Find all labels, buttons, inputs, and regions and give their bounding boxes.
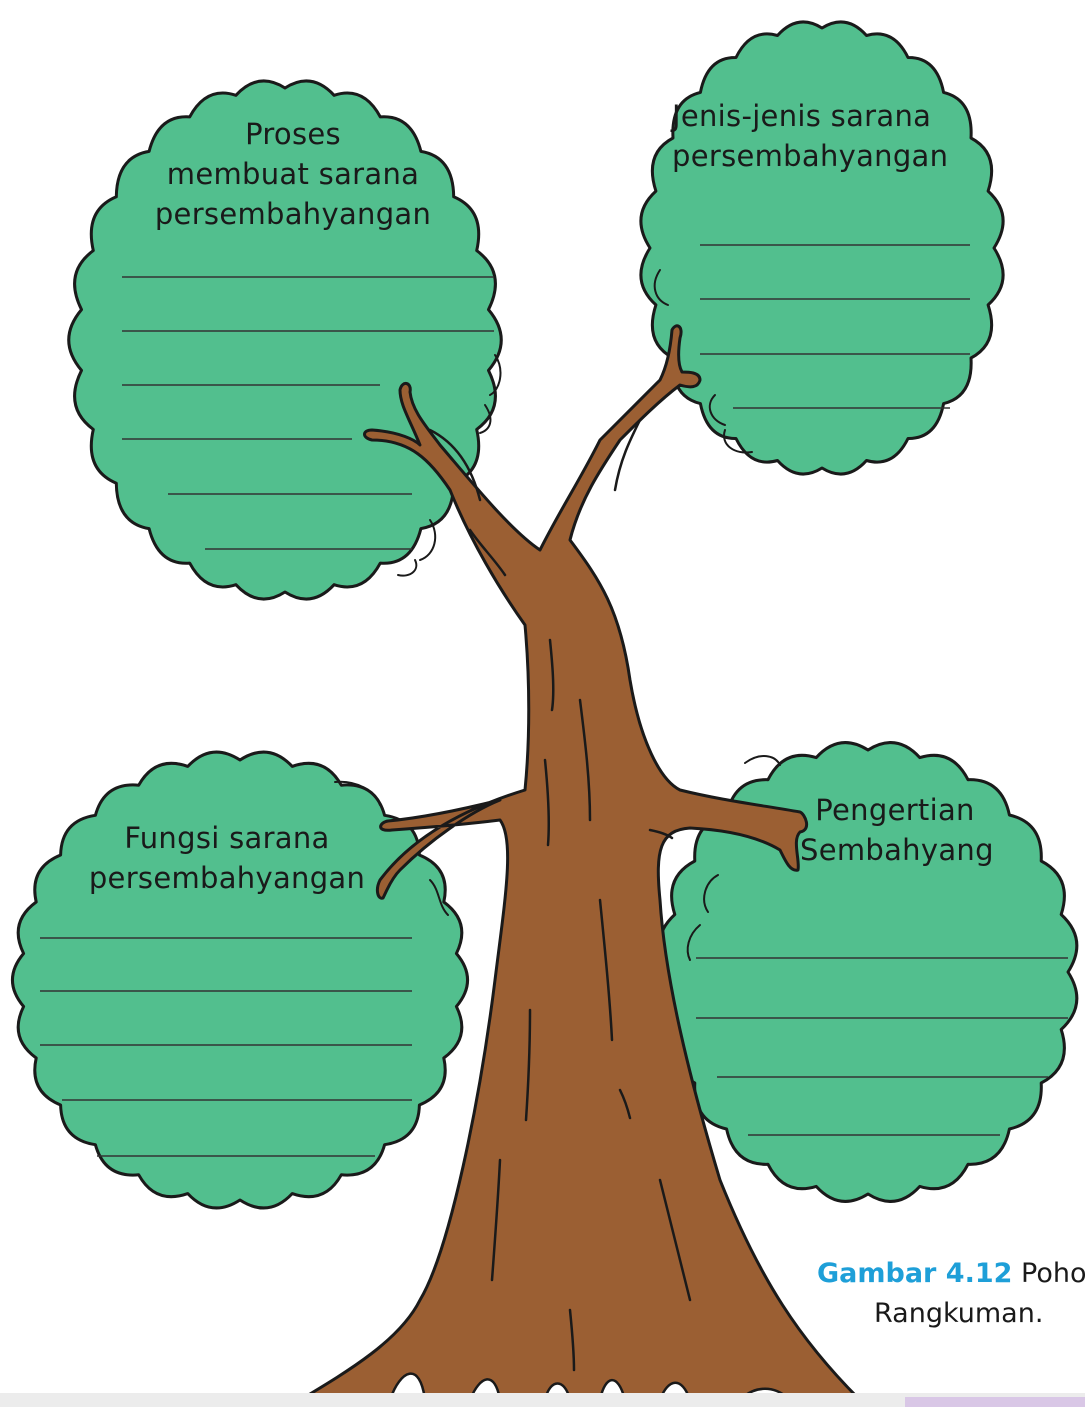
- foliage-swirl: [398, 560, 416, 576]
- figure-caption: Gambar 4.12 Poho: [817, 1255, 1085, 1293]
- figure-caption-line-2: Rangkuman.: [874, 1295, 1043, 1333]
- label-top-left-line-1: Proses: [148, 114, 438, 154]
- label-top-left-line-2: membuat sarana: [148, 154, 438, 194]
- page-bottom-accent: [905, 1397, 1085, 1407]
- label-bottom-left-line-2: persembahyangan: [86, 858, 368, 898]
- label-bottom-right-line-2: Sembahyang: [800, 830, 990, 870]
- foliage-swirl: [745, 756, 780, 765]
- label-top-left: Proses membuat sarana persembahyangan: [148, 114, 438, 234]
- label-top-right-line-2: persembahyangan: [672, 136, 948, 176]
- figure-caption-text: Poho: [1021, 1258, 1085, 1289]
- label-bottom-right-line-1: Pengertian: [800, 790, 990, 830]
- figure-caption-number: Gambar 4.12: [817, 1258, 1012, 1289]
- crown-top-right: [641, 22, 1003, 474]
- label-bottom-left: Fungsi sarana persembahyangan: [86, 818, 368, 898]
- label-top-left-line-3: persembahyangan: [148, 194, 438, 234]
- label-bottom-left-line-1: Fungsi sarana: [86, 818, 368, 858]
- label-top-right: Jenis-jenis sarana persembahyangan: [672, 96, 948, 176]
- label-bottom-right: Pengertian Sembahyang: [800, 790, 990, 870]
- label-top-right-line-1: Jenis-jenis sarana: [672, 96, 948, 136]
